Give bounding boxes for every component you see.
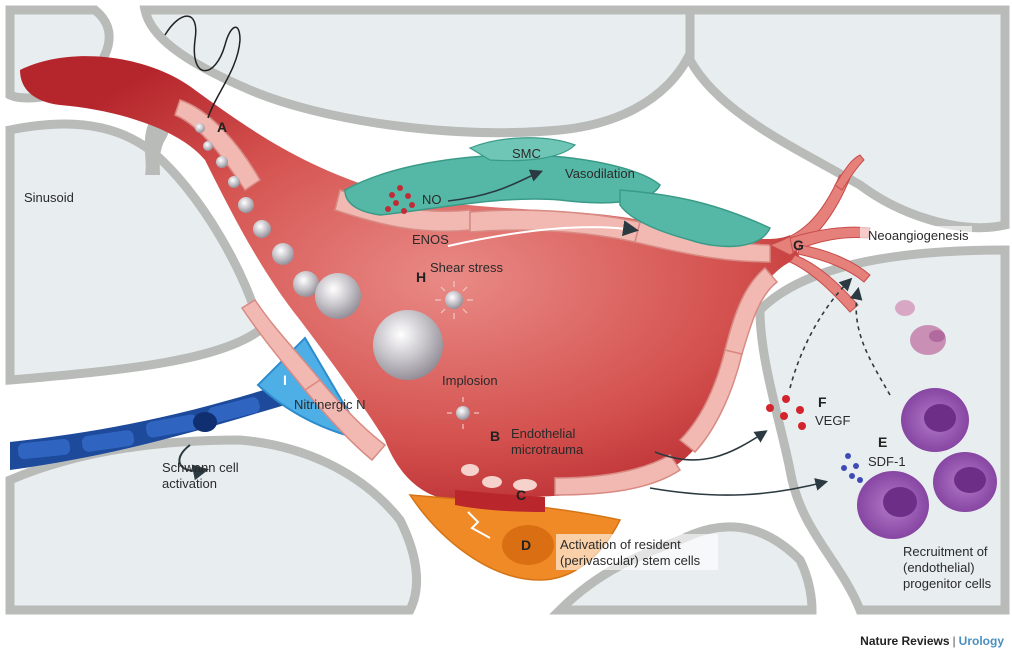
marker-e: E (878, 434, 887, 450)
label-recruitment-1: Recruitment of (903, 544, 988, 559)
label-recruitment-3: progenitor cells (903, 576, 992, 591)
marker-a: A (217, 119, 227, 135)
credit-journal: Nature Reviews (860, 634, 949, 648)
label-microtrauma: microtrauma (511, 442, 584, 457)
label-sdf1: SDF-1 (868, 454, 906, 469)
label-smc: SMC (512, 146, 541, 161)
label-implosion: Implosion (442, 373, 498, 388)
label-endothelial: Endothelial (511, 426, 575, 441)
marker-d: D (521, 537, 531, 553)
marker-g: G (793, 237, 804, 253)
label-neoangiogenesis: Neoangiogenesis (868, 228, 969, 243)
label-recruitment-2: (endothelial) (903, 560, 975, 575)
label-schwann-1: Schwann cell (162, 460, 239, 475)
label-shear-stress: Shear stress (430, 260, 503, 275)
label-schwann-2: activation (162, 476, 217, 491)
label-enos: ENOS (412, 232, 449, 247)
label-sinusoid: Sinusoid (24, 190, 74, 205)
marker-f: F (818, 394, 827, 410)
marker-i: I (283, 372, 287, 388)
marker-b: B (490, 428, 500, 444)
label-nitrinergic-n: Nitrinergic N (294, 397, 366, 412)
journal-credit: Nature Reviews |Urology (860, 634, 1004, 648)
marker-h: H (416, 269, 426, 285)
label-stem-cells-2: (perivascular) stem cells (560, 553, 701, 568)
label-stem-cells-1: Activation of resident (560, 537, 681, 552)
credit-section: Urology (959, 634, 1004, 648)
label-vegf: VEGF (815, 413, 850, 428)
label-no: NO (422, 192, 442, 207)
marker-c: C (516, 487, 526, 503)
credit-separator: | (953, 634, 956, 648)
label-vasodilation: Vasodilation (565, 166, 635, 181)
